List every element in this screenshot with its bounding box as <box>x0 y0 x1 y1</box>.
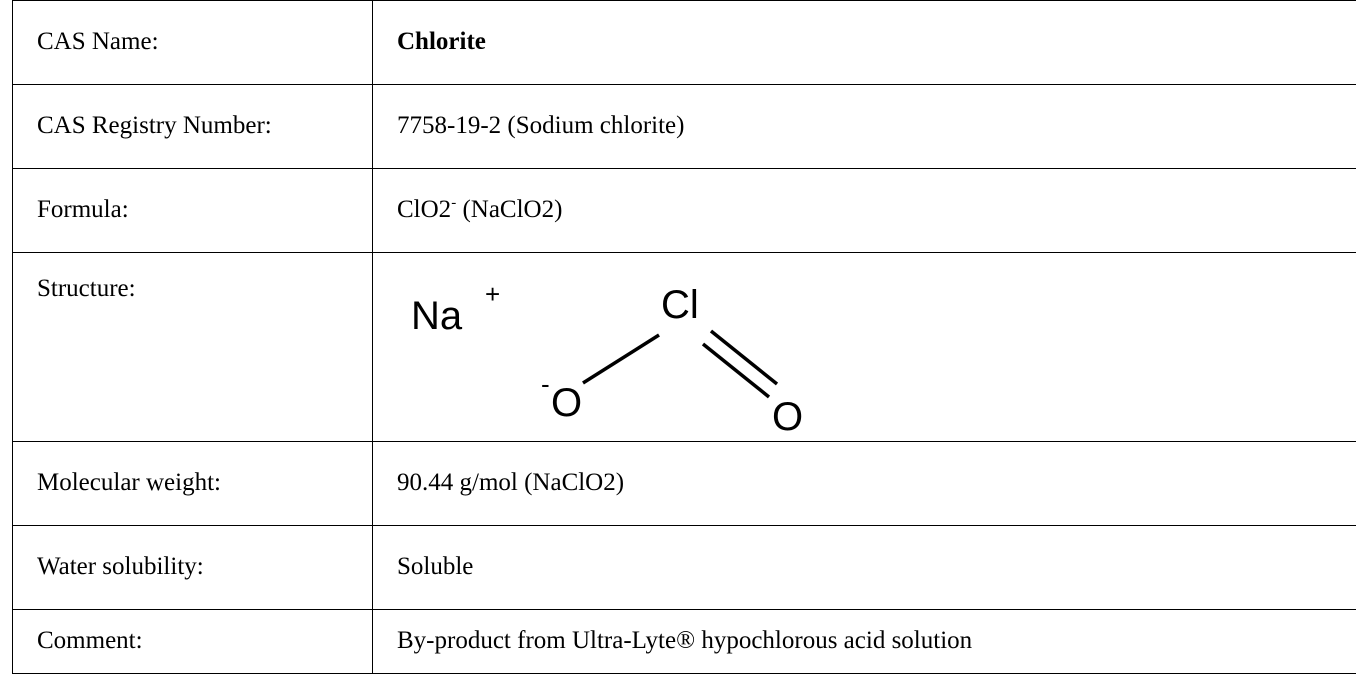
label-comment: Comment: <box>13 610 373 674</box>
label-cas-registry-number: CAS Registry Number: <box>13 85 373 169</box>
label-cas-name: CAS Name: <box>13 1 373 85</box>
value-water-solubility: Soluble <box>373 526 1356 610</box>
formula-main: ClO2 <box>397 196 451 223</box>
value-cas-name: Chlorite <box>373 1 1356 85</box>
charge-minus: - <box>541 369 550 399</box>
table-row: Molecular weight: 90.44 g/mol (NaClO2) <box>13 442 1356 526</box>
chlorite-structure-diagram: Na + Cl - O O <box>373 253 933 441</box>
atom-o-left: O <box>551 381 582 425</box>
value-molecular-weight: 90.44 g/mol (NaClO2) <box>373 442 1356 526</box>
table-row: Comment: By-product from Ultra-Lyte® hyp… <box>13 610 1356 674</box>
atom-o-right: O <box>772 395 803 439</box>
label-structure: Structure: <box>13 253 373 442</box>
formula-rest: (NaClO2) <box>456 196 562 223</box>
atom-cl: Cl <box>661 283 699 327</box>
table-row: CAS Name: Chlorite <box>13 1 1356 85</box>
value-cas-registry-number: 7758-19-2 (Sodium chlorite) <box>373 85 1356 169</box>
value-formula: ClO2- (NaClO2) <box>373 169 1356 253</box>
table-row: Formula: ClO2- (NaClO2) <box>13 169 1356 253</box>
single-bond <box>583 335 659 383</box>
table-row: Water solubility: Soluble <box>13 526 1356 610</box>
label-formula: Formula: <box>13 169 373 253</box>
atom-na: Na <box>411 294 463 338</box>
table-row: Structure: Na + Cl - O O <box>13 253 1356 442</box>
label-water-solubility: Water solubility: <box>13 526 373 610</box>
value-comment: By-product from Ultra-Lyte® hypochlorous… <box>373 610 1356 674</box>
chemical-properties-table: CAS Name: Chlorite CAS Registry Number: … <box>12 0 1356 674</box>
table-row: CAS Registry Number: 7758-19-2 (Sodium c… <box>13 85 1356 169</box>
label-molecular-weight: Molecular weight: <box>13 442 373 526</box>
value-structure: Na + Cl - O O <box>373 253 1356 442</box>
charge-plus: + <box>485 279 500 309</box>
